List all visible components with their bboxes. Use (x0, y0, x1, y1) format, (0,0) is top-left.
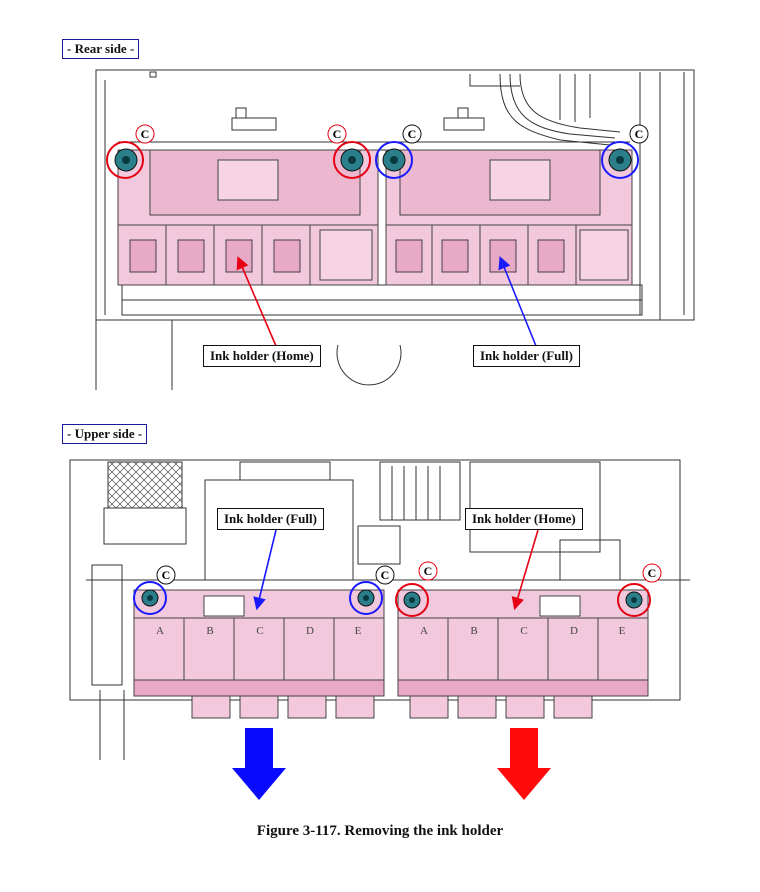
slot-letter-e: E (355, 625, 362, 637)
rear-c-marker-2: C (327, 124, 347, 144)
rear-side-label: - Rear side - (62, 39, 140, 59)
upper-screw-full-right (349, 581, 383, 615)
rear-callout-home: Ink holder (Home) (203, 345, 321, 367)
figure-caption: Figure 3-117. Removing the ink holder (256, 823, 504, 839)
upper-c-marker-4: C (642, 563, 662, 583)
upper-c-marker-2: C (375, 565, 395, 585)
upper-home-leader (511, 529, 539, 611)
rear-callout-full: Ink holder (Full) (473, 345, 580, 367)
upper-ink-holder-full (133, 589, 385, 719)
rear-screw-full-left (375, 141, 413, 179)
rear-c-marker-3: C (402, 124, 422, 144)
upper-full-leader (253, 529, 277, 611)
c-marker-text: C (635, 127, 644, 141)
c-marker-text: C (381, 568, 390, 582)
c-marker-text: C (162, 568, 171, 582)
rear-ink-holder-full (385, 149, 633, 286)
slot-letter-a: A (156, 625, 164, 637)
rear-ink-holder-home (117, 149, 379, 286)
slot-letter-d: D (570, 625, 578, 637)
rear-home-leader (236, 256, 277, 347)
slot-letter-e: E (619, 625, 626, 637)
c-marker-text: C (424, 564, 433, 578)
rear-c-marker-1: C (135, 124, 155, 144)
rear-screw-full-right (601, 141, 639, 179)
rear-c-marker-4: C (629, 124, 649, 144)
upper-c-marker-1: C (156, 565, 176, 585)
rear-screw-home-right (333, 141, 371, 179)
upper-screw-home-right (617, 583, 651, 617)
upper-home-slot-letters: A B C D E (420, 625, 626, 637)
upper-full-slot-letters: A B C D E (156, 625, 362, 637)
slot-letter-c: C (256, 625, 263, 637)
rear-full-leader (498, 256, 537, 347)
upper-callout-home: Ink holder (Home) (465, 508, 583, 530)
c-marker-text: C (408, 127, 417, 141)
c-marker-text: C (648, 566, 657, 580)
upper-c-marker-3: C (418, 561, 438, 581)
upper-side-label: - Upper side - (62, 424, 148, 444)
full-pull-arrow (232, 728, 286, 800)
upper-screw-full-left (133, 581, 167, 615)
slot-letter-a: A (420, 625, 428, 637)
slot-letter-b: B (206, 625, 213, 637)
upper-screw-home-left (395, 583, 429, 617)
upper-callout-full: Ink holder (Full) (217, 508, 324, 530)
rear-screw-home-left (106, 141, 144, 179)
rear-side-drawing (95, 69, 695, 390)
home-pull-arrow (497, 728, 551, 800)
c-marker-text: C (141, 127, 150, 141)
slot-letter-d: D (306, 625, 314, 637)
slot-letter-b: B (470, 625, 477, 637)
slot-letter-c: C (520, 625, 527, 637)
upper-ink-holder-home (397, 589, 649, 719)
c-marker-text: C (333, 127, 342, 141)
